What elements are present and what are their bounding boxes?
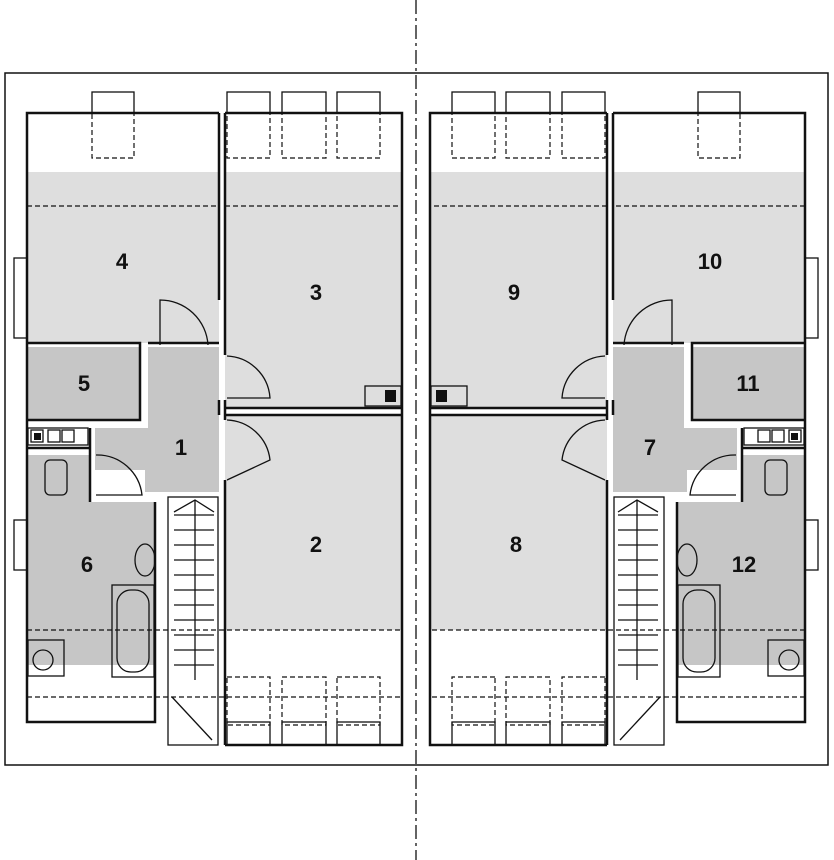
room-label-2: 2 [310, 532, 322, 557]
room-label-3: 3 [310, 280, 322, 305]
unit-left [12, 90, 404, 747]
room-label-4: 4 [116, 249, 129, 274]
room-label-9: 9 [508, 280, 520, 305]
unit-right [428, 90, 820, 747]
room-label-6: 6 [81, 552, 93, 577]
plot-boundary [4, 72, 829, 766]
room-label-1: 1 [175, 435, 187, 460]
room-label-7: 7 [644, 435, 656, 460]
room-label-5: 5 [78, 371, 90, 396]
room-label-12: 12 [732, 552, 756, 577]
room-label-10: 10 [698, 249, 722, 274]
room-label-8: 8 [510, 532, 522, 557]
room-label-11: 11 [736, 371, 759, 396]
